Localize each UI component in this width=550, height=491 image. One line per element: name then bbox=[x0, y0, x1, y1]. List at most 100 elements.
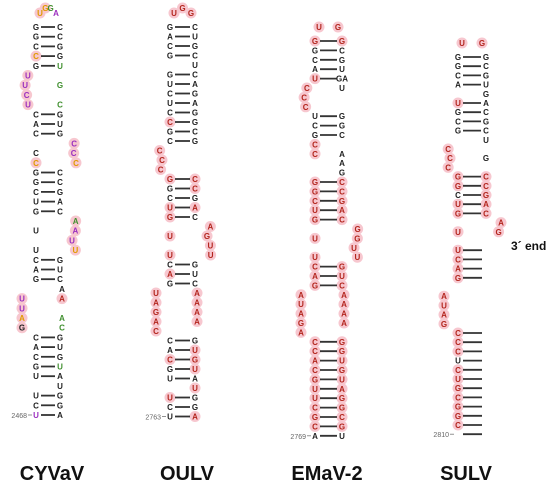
nucleotide-highlight bbox=[336, 204, 348, 216]
nucleotide-highlight bbox=[480, 198, 492, 210]
nucleotide-highlight bbox=[191, 306, 203, 318]
nucleotide-5p: U bbox=[25, 72, 31, 81]
nucleotide-3p: A bbox=[339, 159, 345, 168]
nucleotide-highlight bbox=[309, 232, 321, 244]
nucleotide-3p: G bbox=[57, 333, 63, 342]
nucleotide-5p: G bbox=[455, 62, 461, 71]
nucleotide-3p: C bbox=[483, 173, 489, 182]
nucleotide-3p: G bbox=[57, 110, 63, 119]
nucleotide-5p: C bbox=[33, 42, 39, 51]
nucleotide-highlight bbox=[336, 420, 348, 432]
nucleotide-highlight bbox=[452, 263, 464, 275]
nucleotide-5p: U bbox=[33, 246, 39, 255]
nucleotide-3p: C bbox=[339, 216, 345, 225]
nucleotide-5p: C bbox=[301, 93, 307, 102]
nucleotide-3p: C bbox=[57, 275, 63, 284]
nucleotide-highlight bbox=[309, 261, 321, 273]
nucleotide-5p: G bbox=[312, 216, 318, 225]
nucleotide-5p: C bbox=[167, 356, 173, 365]
nucleotide-5p: U bbox=[455, 375, 461, 384]
nucleotide-5p: G bbox=[455, 182, 461, 191]
nucleotide-3p: A bbox=[207, 223, 213, 232]
nucleotide-highlight bbox=[309, 176, 321, 188]
nucleotide-5p: A bbox=[33, 266, 39, 275]
nucleotide-3p: G bbox=[57, 81, 63, 90]
nucleotide-highlight bbox=[493, 226, 505, 238]
nucleotide-3p: G bbox=[483, 71, 489, 80]
nucleotide-3p: G bbox=[192, 261, 198, 270]
nucleotide-3p: G bbox=[483, 53, 489, 62]
position-label: 2468 bbox=[11, 413, 27, 420]
nucleotide-highlight bbox=[309, 185, 321, 197]
nucleotide-3p: C bbox=[192, 71, 198, 80]
highlight-layer bbox=[150, 2, 217, 422]
nucleotide-highlight bbox=[495, 217, 507, 229]
nucleotide-highlight bbox=[452, 410, 464, 422]
nucleotide-5p: C bbox=[312, 347, 318, 356]
nucleotide-3p: C bbox=[339, 46, 345, 55]
nucleotide-3p: A bbox=[483, 200, 489, 209]
nucleotide-3p: C bbox=[57, 33, 63, 42]
nucleotide-highlight bbox=[336, 402, 348, 414]
nucleotide-3p: G bbox=[57, 392, 63, 401]
nucleotide-3p: C bbox=[483, 108, 489, 117]
nucleotide-highlight bbox=[309, 411, 321, 423]
nucleotide-3p: A bbox=[194, 318, 200, 327]
nucleotide-5p: C bbox=[159, 156, 165, 165]
nucleotide-5p: G bbox=[312, 413, 318, 422]
nucleotide-5p: G bbox=[33, 207, 39, 216]
nucleotide-3p: C bbox=[339, 178, 345, 187]
nucleotide-5p: C bbox=[33, 149, 39, 158]
nucleotide-3p: G bbox=[339, 347, 345, 356]
nucleotide-5p: C bbox=[312, 140, 318, 149]
nucleotide-5p: C bbox=[445, 163, 451, 172]
nucleotide-5p: A bbox=[153, 299, 159, 308]
nucleotide-highlight bbox=[309, 392, 321, 404]
nucleotide-3p: G bbox=[192, 403, 198, 412]
nucleotide-3p: G bbox=[204, 232, 210, 241]
nucleotide-3p: U bbox=[483, 136, 489, 145]
nucleotide-highlight bbox=[204, 240, 216, 251]
nucleotide-highlight bbox=[39, 2, 51, 14]
nucleotide-3p: C bbox=[57, 101, 63, 110]
nucleotide-highlight bbox=[452, 373, 464, 385]
position-label: 2810 bbox=[433, 432, 449, 439]
nucleotide-5p: C bbox=[33, 256, 39, 265]
nucleotide-5p: G bbox=[33, 275, 39, 284]
nucleotide-highlight bbox=[309, 214, 321, 226]
loop-nucleotide: G bbox=[179, 4, 185, 13]
nucleotide-5p: U bbox=[33, 392, 39, 401]
nucleotide-5p: G bbox=[33, 363, 39, 372]
nucleotide-highlight bbox=[309, 195, 321, 207]
nucleotide-3p: G bbox=[339, 122, 345, 131]
nucleotide-5p: G bbox=[167, 280, 173, 289]
nucleotide-highlight bbox=[22, 70, 34, 81]
nucleotide-5p: U bbox=[33, 411, 39, 420]
nucleotide-3p: G bbox=[339, 338, 345, 347]
position-label: 2763 bbox=[145, 415, 161, 422]
nucleotide-highlight bbox=[438, 309, 450, 321]
nucleotide-highlight bbox=[336, 279, 348, 291]
nucleotide-5p: U bbox=[33, 198, 39, 207]
nucleotide-5p: C bbox=[445, 145, 451, 154]
loop-nucleotide: G bbox=[42, 4, 48, 13]
nucleotide-3p: A bbox=[483, 99, 489, 108]
nucleotide-highlight bbox=[456, 37, 468, 49]
nucleotide-5p: C bbox=[33, 353, 39, 362]
nucleotide-highlight bbox=[480, 180, 492, 192]
nucleotide-highlight bbox=[336, 336, 348, 348]
nucleotide-5p: U bbox=[441, 301, 447, 310]
nucleotide-3p: G bbox=[339, 422, 345, 431]
nucleotide-3p: G bbox=[192, 42, 198, 51]
nucleotide-3p: U bbox=[351, 244, 357, 253]
nucleotide-3p: G bbox=[339, 263, 345, 272]
nucleotide-highlight bbox=[336, 35, 348, 47]
nucleotide-5p: C bbox=[167, 137, 173, 146]
nucleotide-highlight bbox=[452, 327, 464, 339]
nucleotide-5p: G bbox=[298, 319, 304, 328]
nucleotide-5p: G bbox=[312, 131, 318, 140]
nucleotide-highlight bbox=[300, 101, 312, 113]
